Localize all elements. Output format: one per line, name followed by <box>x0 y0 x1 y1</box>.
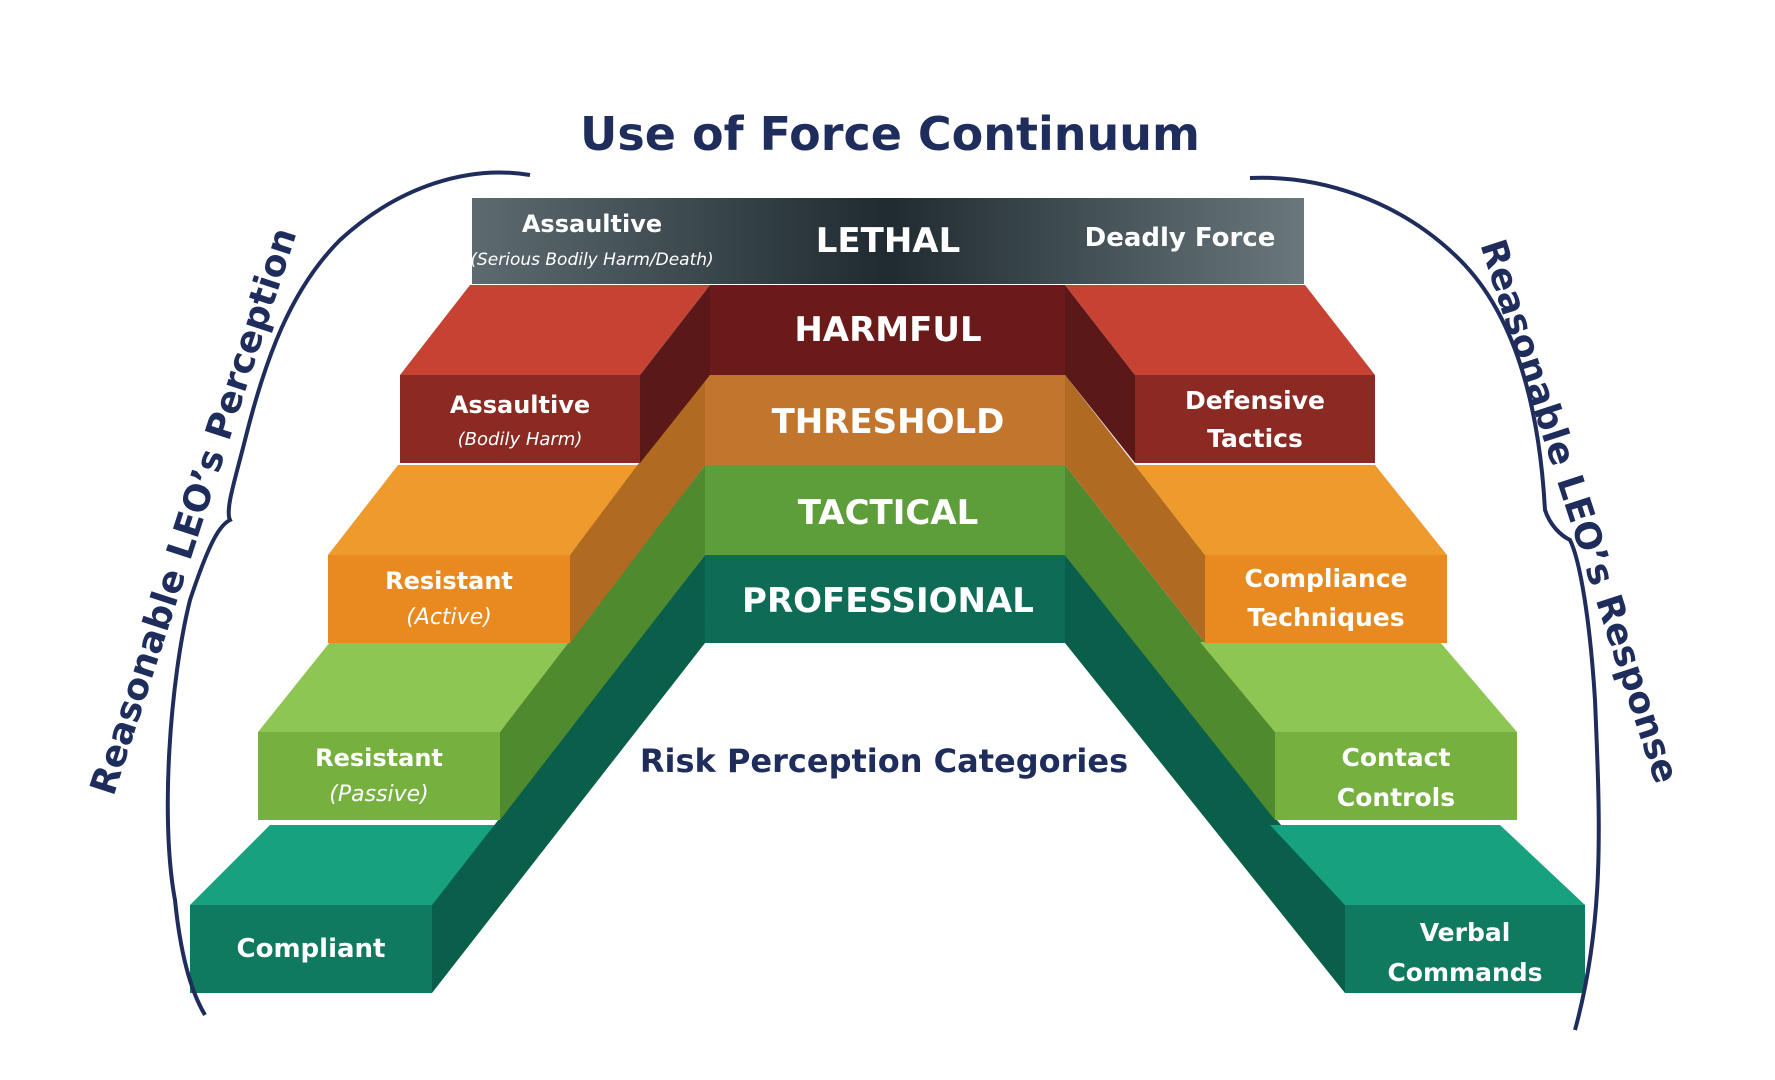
response-sub-tactical: Controls <box>1337 783 1455 812</box>
left-brace-label: Reasonable LEO’s Perception <box>83 223 305 800</box>
response-sub-professional: Commands <box>1387 958 1542 987</box>
response-label-harmful: Defensive <box>1185 386 1325 415</box>
harmful-right-top <box>1065 285 1375 375</box>
harmful-right-ramp <box>1065 285 1135 463</box>
level-name-harmful: HARMFUL <box>794 310 981 350</box>
level-professional <box>190 555 1585 993</box>
response-label-tactical: Contact <box>1342 743 1451 772</box>
diagram-title: Use of Force Continuum <box>580 107 1200 161</box>
response-sub-threshold: Techniques <box>1247 603 1404 632</box>
threshold-band <box>705 375 1065 465</box>
risk-perception-caption: Risk Perception Categories <box>640 742 1128 780</box>
harmful-left-ramp <box>640 285 710 463</box>
perception-sub-tactical: (Passive) <box>329 782 429 807</box>
level-name-professional: PROFESSIONAL <box>742 581 1034 621</box>
professional-left-ramp <box>432 555 705 993</box>
threshold-right-top <box>1135 465 1447 555</box>
level-name-lethal: LETHAL <box>816 221 961 261</box>
threshold-left-top <box>328 465 640 555</box>
perception-sub-lethal: (Serious Bodily Harm/Death) <box>470 250 713 270</box>
right-brace <box>1249 175 1601 1031</box>
response-label-professional: Verbal <box>1420 918 1511 947</box>
tactical-right-ramp <box>1065 465 1275 820</box>
threshold-left-ramp <box>570 375 705 643</box>
threshold-right-front <box>1205 555 1447 643</box>
perception-label-harmful: Assaultive <box>450 391 590 419</box>
tactical-left-front <box>258 732 500 820</box>
level-threshold <box>328 375 1447 643</box>
harmful-left-front <box>400 375 640 463</box>
response-label-lethal: Deadly Force <box>1085 223 1276 253</box>
perception-label-lethal: Assaultive <box>522 210 662 238</box>
threshold-left-front <box>328 555 570 643</box>
perception-label-threshold: Resistant <box>385 567 513 595</box>
harmful-right-front <box>1135 375 1375 463</box>
perception-sub-threshold: (Active) <box>406 605 492 630</box>
professional-band-top <box>705 555 1065 643</box>
professional-right-top <box>1270 825 1585 905</box>
level-name-tactical: TACTICAL <box>798 493 979 533</box>
tactical-left-ramp <box>500 465 705 820</box>
level-harmful <box>400 285 1375 463</box>
response-label-threshold: Compliance <box>1244 564 1407 593</box>
perception-sub-harmful: (Bodily Harm) <box>458 429 583 450</box>
level-lethal-bar <box>472 198 1304 284</box>
professional-right-ramp <box>1065 555 1345 993</box>
level-name-threshold: THRESHOLD <box>772 402 1005 442</box>
left-brace <box>165 170 531 1017</box>
harmful-left-top <box>400 285 710 375</box>
professional-left-front <box>190 905 432 993</box>
right-brace-label: Reasonable LEO’s Response <box>1472 235 1687 789</box>
tactical-right-front <box>1275 732 1517 820</box>
tactical-band <box>705 465 1065 555</box>
tactical-left-top <box>258 642 572 732</box>
perception-label-tactical: Resistant <box>315 744 443 772</box>
perception-label-professional: Compliant <box>237 934 386 964</box>
professional-right-front <box>1345 905 1585 993</box>
threshold-right-ramp <box>1065 375 1205 643</box>
tactical-right-top <box>1200 642 1517 732</box>
harmful-band <box>710 285 1065 375</box>
professional-left-top <box>190 825 515 905</box>
level-tactical <box>258 465 1517 820</box>
response-sub-harmful: Tactics <box>1207 424 1303 453</box>
